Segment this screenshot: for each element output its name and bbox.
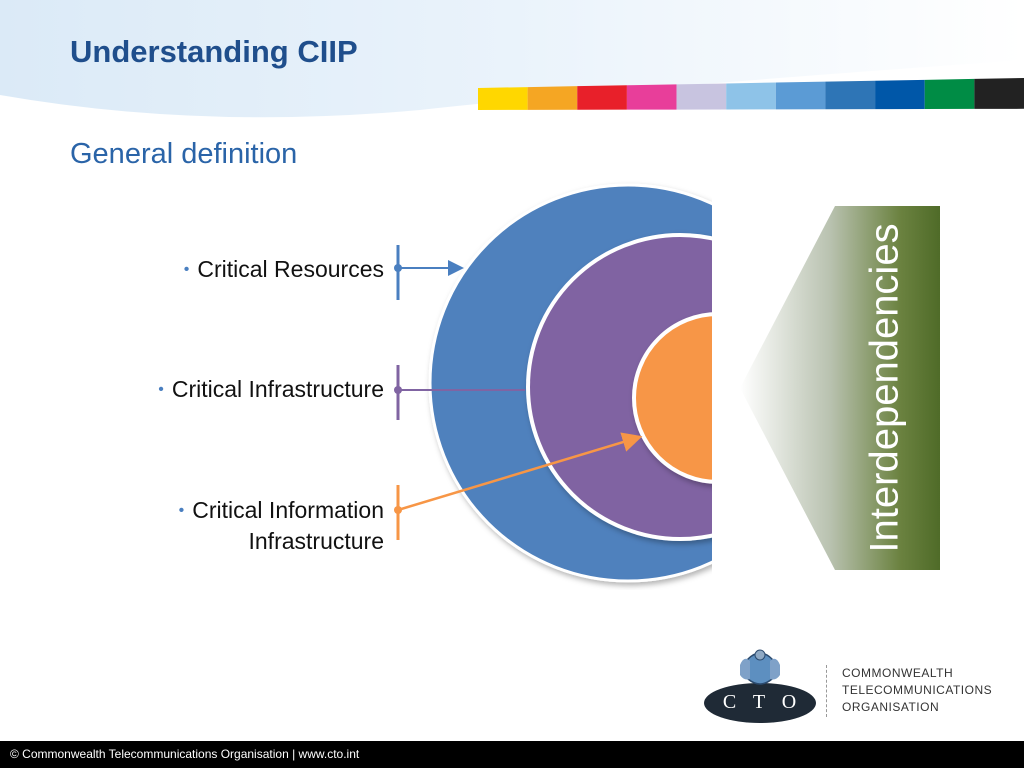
bullet-critical-resources: • Critical Resources: [184, 254, 384, 285]
header-banner: [0, 0, 1024, 118]
org-line-3: ORGANISATION: [842, 700, 940, 714]
color-stripe: [875, 79, 925, 110]
color-stripe: [577, 85, 627, 110]
slide-subtitle: General definition: [70, 138, 298, 170]
slide-title: Understanding CIIP: [70, 34, 358, 69]
inner-core-critical-information-infrastructure: [632, 312, 712, 484]
connector-arrow-3: [397, 432, 643, 512]
logo-divider: [826, 665, 827, 717]
color-stripe: [626, 84, 677, 110]
bullet-text-line2: Infrastructure: [248, 528, 385, 554]
color-stripe: [676, 83, 727, 110]
cto-org-name: COMMONWEALTH TELECOMMUNICATIONS ORGANISA…: [842, 665, 992, 716]
interdependencies-callout: [740, 206, 940, 570]
footer-text: © Commonwealth Telecommunications Organi…: [10, 747, 360, 761]
crest-icon: [740, 649, 780, 685]
color-stripe: [478, 87, 528, 110]
bullet-text-line1: Critical Information: [192, 497, 384, 523]
color-stripe: [825, 80, 876, 110]
color-stripe-bar: [478, 78, 1024, 110]
concentric-diagram: [428, 183, 712, 583]
footer-bar: © Commonwealth Telecommunications Organi…: [0, 741, 1024, 768]
bullet-dot: •: [178, 502, 185, 519]
bullet-critical-information-infrastructure: • Critical Information Infrastructure: [179, 495, 384, 557]
org-line-1: COMMONWEALTH: [842, 666, 954, 680]
bullet-text: Critical Infrastructure: [171, 376, 384, 402]
cto-logo-letters: C T O: [722, 691, 803, 713]
connector-lines: [394, 245, 643, 540]
cto-logo-emblem: [704, 649, 816, 723]
bullet-dot: •: [183, 261, 190, 278]
org-line-2: TELECOMMUNICATIONS: [842, 683, 993, 697]
color-stripe: [527, 86, 578, 110]
color-stripe: [924, 78, 975, 110]
bullet-critical-infrastructure: • Critical Infrastructure: [158, 374, 384, 405]
color-stripe: [974, 78, 1024, 109]
bullet-dot: •: [158, 381, 164, 398]
color-stripe: [726, 82, 776, 110]
interdependencies-label-box: Interdependencies: [830, 206, 940, 570]
interdependencies-label: Interdependencies: [862, 223, 907, 553]
bullet-text: Critical Resources: [197, 256, 384, 282]
color-stripe: [775, 81, 826, 110]
